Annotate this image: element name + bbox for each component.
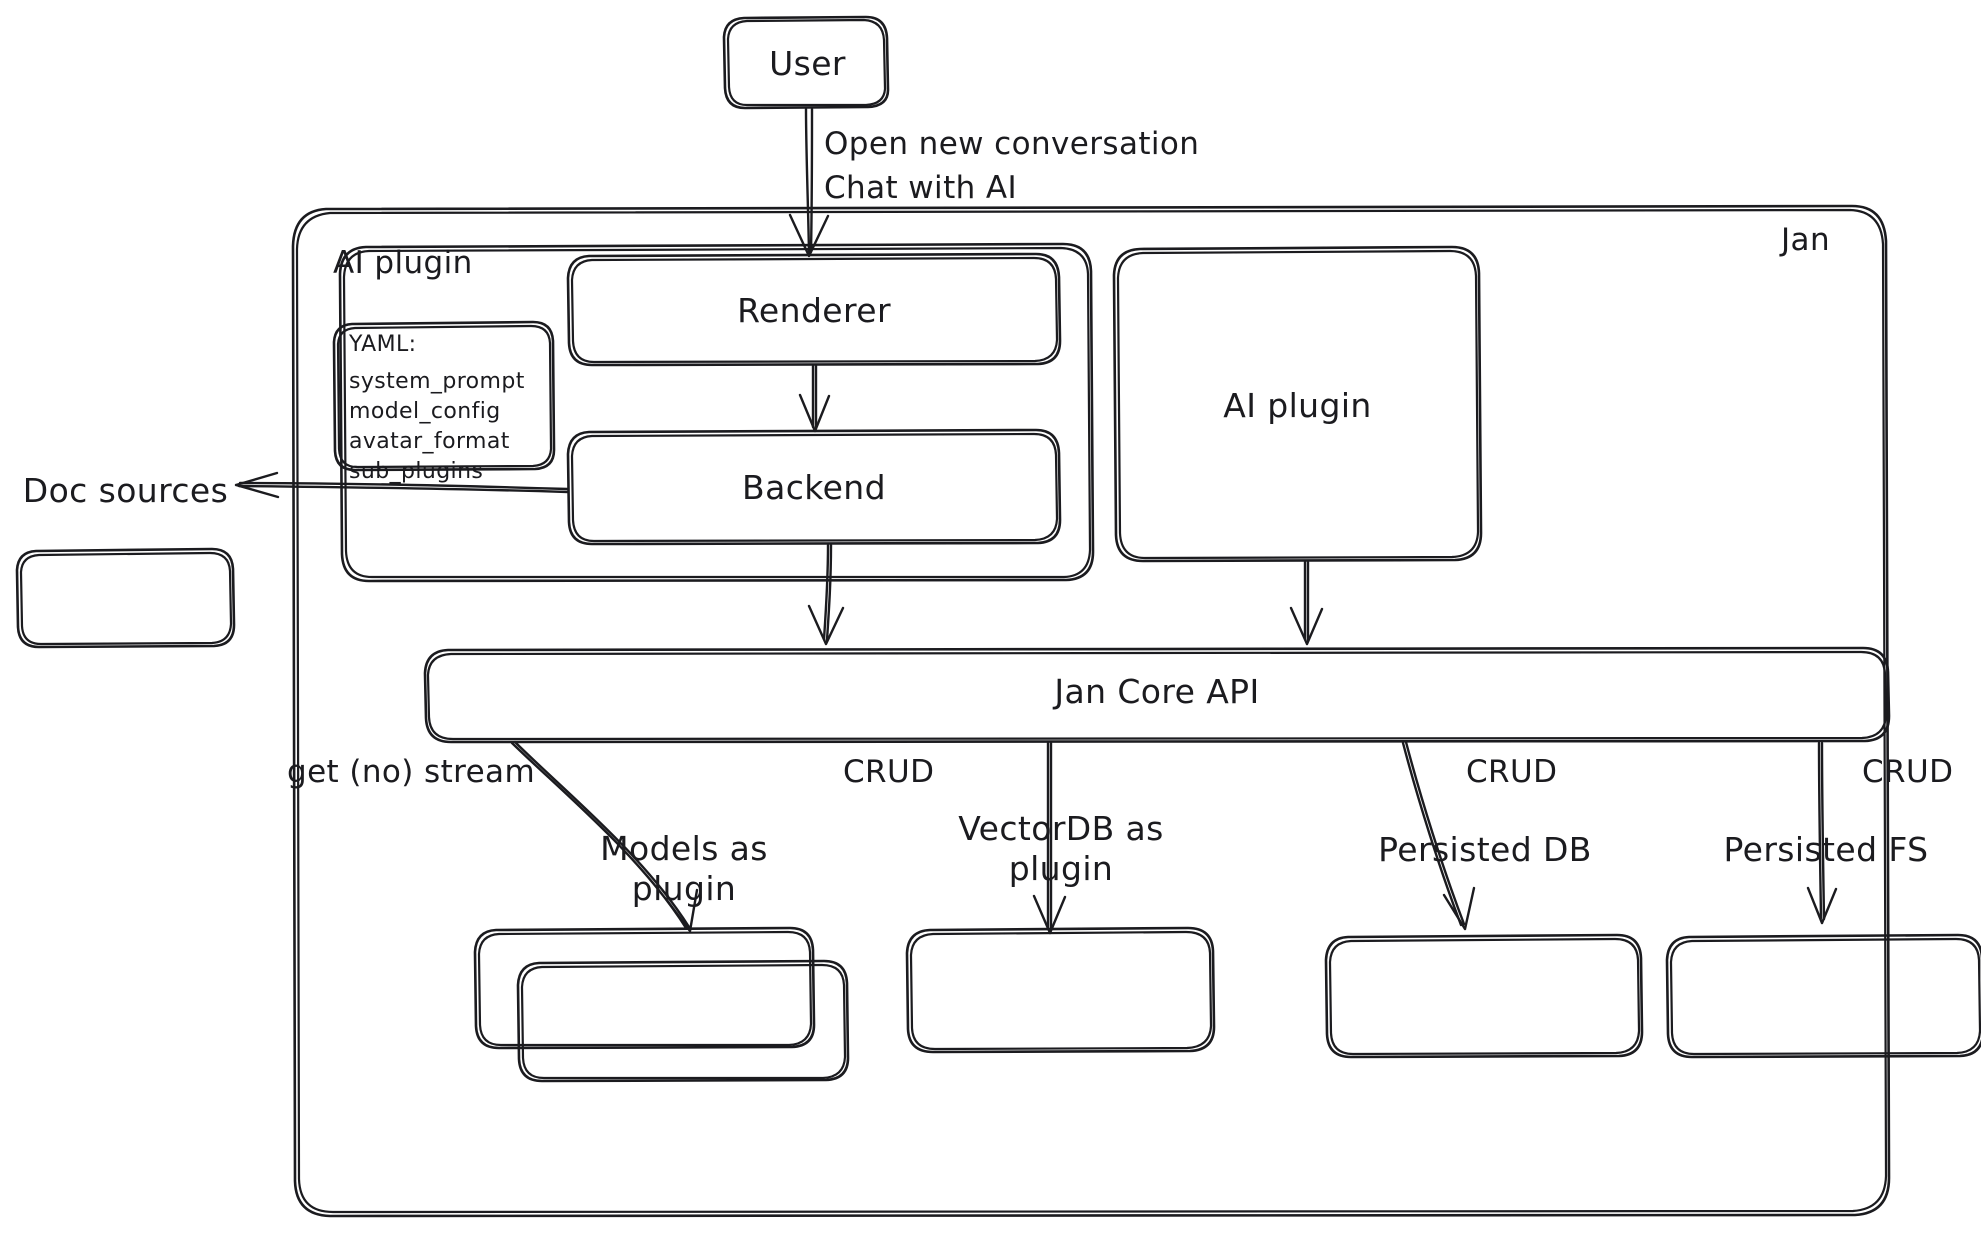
node-persisted-db-border [1324, 933, 1644, 1059]
edge-backend-to-core-api [807, 543, 845, 646]
node-vectordb-plugin-border [905, 926, 1216, 1054]
edge-label-get-stream: get (no) stream [287, 754, 536, 790]
node-jan-core-api-label: Jan Core API [1054, 672, 1260, 711]
node-renderer-border [566, 252, 1062, 367]
node-persisted-db-label: Persisted DB [1378, 830, 1592, 869]
node-jan-core-api-border [423, 646, 1891, 744]
edge-user-to-renderer [788, 107, 830, 258]
node-user-border [722, 15, 890, 110]
node-persisted-fs-label: Persisted FS [1723, 830, 1929, 869]
edge-backend-to-doc-sources [234, 471, 570, 499]
node-doc-sources-border [15, 547, 236, 649]
edge-core-api-to-models [510, 740, 699, 933]
group-ai-plugin-border [338, 242, 1095, 583]
group-label-ai-plugin: AI plugin [333, 245, 473, 281]
node-vectordb-plugin-label: VectorDB as plugin [958, 809, 1164, 888]
edge-label-crud-db: CRUD [1466, 754, 1558, 790]
edge-renderer-to-backend [798, 364, 831, 433]
node-persisted-fs-border [1665, 933, 1981, 1059]
group-label-jan: Jan [1781, 222, 1830, 258]
edge-label-open-conversation: Open new conversation Chat with AI [824, 126, 1200, 206]
yaml-card-key: model_config [349, 399, 501, 424]
node-ai-plugin-border [1112, 245, 1483, 563]
edge-core-api-to-vectordb [1032, 741, 1067, 935]
yaml-card-key: sub_plugins [349, 459, 484, 484]
yaml-card: YAML: system_prompt model_config avatar_… [349, 330, 544, 487]
yaml-card-key: avatar_format [349, 429, 510, 454]
node-yaml-card-border [332, 320, 556, 472]
node-models-plugin-border-front [516, 959, 850, 1083]
node-ai-plugin-label: AI plugin [1223, 386, 1372, 425]
node-models-plugin-label: Models as plugin [600, 829, 768, 908]
node-backend-border [566, 428, 1062, 546]
edge-core-api-to-persisted-fs [1806, 741, 1838, 925]
node-doc-sources-label: Doc sources [22, 471, 229, 510]
group-jan-border [291, 204, 1891, 1218]
edge-label-crud-fs: CRUD [1862, 754, 1954, 790]
node-renderer-label: Renderer [737, 291, 891, 330]
edge-core-api-to-persisted-db [1401, 740, 1476, 931]
edge-ai-plugin-to-core-api [1289, 560, 1324, 646]
node-user-label: User [769, 44, 846, 83]
edge-label-crud-vectordb: CRUD [843, 754, 935, 790]
yaml-card-key: system_prompt [349, 369, 525, 394]
yaml-card-title: YAML: [349, 332, 417, 357]
node-backend-label: Backend [742, 468, 886, 507]
node-models-plugin-border-back [473, 926, 816, 1050]
